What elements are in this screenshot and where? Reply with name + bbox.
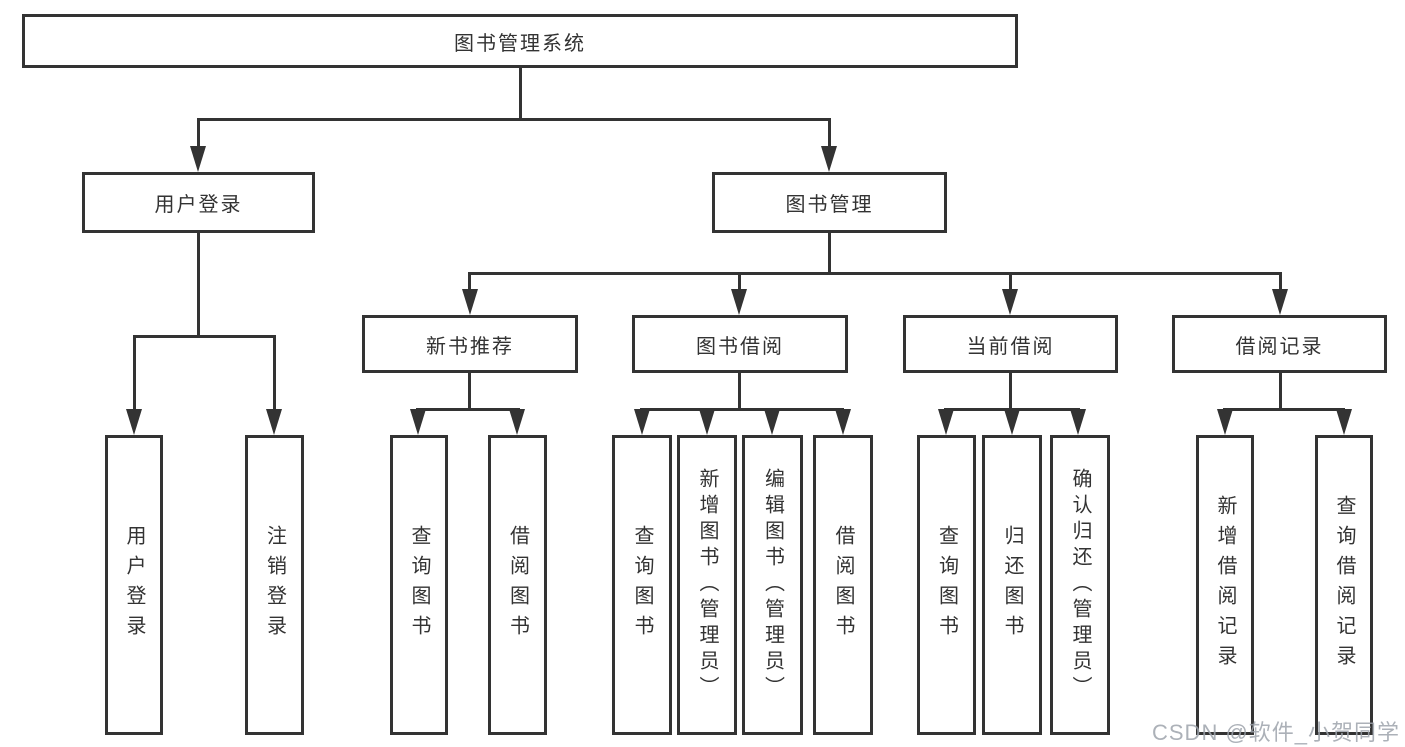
connector-segment xyxy=(828,118,831,152)
connector-segment xyxy=(828,233,831,272)
leaf-confirm-return-admin-label: 确认归还（管理员） xyxy=(1069,468,1091,702)
arrowhead-down xyxy=(1004,409,1020,435)
node-book-management: 图书管理 xyxy=(712,172,947,233)
leaf-query-books-current-label: 查询图书 xyxy=(935,525,958,645)
arrowhead-down xyxy=(731,289,747,315)
arrowhead-down xyxy=(764,409,780,435)
arrowhead-down xyxy=(1272,289,1288,315)
connector-segment xyxy=(133,335,136,415)
connector-segment xyxy=(416,408,520,411)
arrowhead-down xyxy=(1336,409,1352,435)
arrowhead-down xyxy=(835,409,851,435)
node-new-book-recommend-label: 新书推荐 xyxy=(426,335,514,358)
connector-segment xyxy=(640,408,844,411)
node-root-label: 图书管理系统 xyxy=(454,32,586,55)
connector-segment xyxy=(197,118,831,121)
arrowhead-down xyxy=(699,409,715,435)
arrowhead-down xyxy=(410,409,426,435)
connector-segment xyxy=(1009,373,1012,408)
arrowhead-down xyxy=(938,409,954,435)
node-book-borrow-label: 图书借阅 xyxy=(696,335,784,358)
leaf-user-login: 用户登录 xyxy=(105,435,163,735)
leaf-query-borrow-record: 查询借阅记录 xyxy=(1315,435,1373,735)
leaf-add-borrow-record: 新增借阅记录 xyxy=(1196,435,1254,735)
leaf-borrow-books-borrow: 借阅图书 xyxy=(813,435,873,735)
node-root: 图书管理系统 xyxy=(22,14,1018,68)
leaf-confirm-return-admin: 确认归还（管理员） xyxy=(1050,435,1110,735)
csdn-watermark: CSDN @软件_小贺同学 xyxy=(1152,720,1401,745)
connector-segment xyxy=(1279,373,1282,408)
connector-segment xyxy=(519,68,522,120)
arrowhead-down xyxy=(1070,409,1086,435)
node-current-borrow: 当前借阅 xyxy=(903,315,1118,373)
leaf-query-books-current: 查询图书 xyxy=(917,435,976,735)
node-borrow-records: 借阅记录 xyxy=(1172,315,1387,373)
leaf-edit-books-admin: 编辑图书（管理员） xyxy=(742,435,803,735)
leaf-logout: 注销登录 xyxy=(245,435,304,735)
leaf-borrow-books-recommend: 借阅图书 xyxy=(488,435,547,735)
leaf-return-books-label: 归还图书 xyxy=(1001,525,1023,645)
node-user-login: 用户登录 xyxy=(82,172,315,233)
node-borrow-records-label: 借阅记录 xyxy=(1235,335,1324,358)
leaf-add-books-admin: 新增图书（管理员） xyxy=(677,435,737,735)
connector-segment xyxy=(468,272,471,292)
arrowhead-down xyxy=(266,409,282,435)
leaf-query-borrow-record-label: 查询借阅记录 xyxy=(1333,495,1355,675)
connector-segment xyxy=(1223,408,1345,411)
connector-segment xyxy=(197,118,200,152)
arrowhead-down xyxy=(509,409,525,435)
leaf-borrow-books-recommend-label: 借阅图书 xyxy=(506,525,529,645)
connector-segment xyxy=(468,373,471,408)
leaf-return-books: 归还图书 xyxy=(982,435,1042,735)
node-book-borrow: 图书借阅 xyxy=(632,315,848,373)
leaf-query-books-recommend-label: 查询图书 xyxy=(408,525,430,645)
node-user-login-label: 用户登录 xyxy=(154,194,243,216)
arrowhead-down xyxy=(190,146,206,172)
arrowhead-down xyxy=(1217,409,1233,435)
leaf-logout-label: 注销登录 xyxy=(263,525,286,645)
connector-segment xyxy=(738,272,741,292)
connector-segment xyxy=(273,335,276,415)
arrowhead-down xyxy=(126,409,142,435)
connector-segment xyxy=(133,335,276,338)
leaf-query-books-borrow-label: 查询图书 xyxy=(631,525,653,645)
connector-segment xyxy=(1009,272,1012,292)
node-current-borrow-label: 当前借阅 xyxy=(966,335,1055,358)
leaf-user-login-label: 用户登录 xyxy=(123,525,145,645)
connector-segment xyxy=(1279,272,1282,292)
node-book-management-label: 图书管理 xyxy=(785,194,874,216)
leaf-edit-books-admin-label: 编辑图书（管理员） xyxy=(761,468,784,702)
connector-segment xyxy=(197,233,200,335)
leaf-query-books-recommend: 查询图书 xyxy=(390,435,448,735)
leaf-borrow-books-borrow-label: 借阅图书 xyxy=(832,525,854,645)
node-new-book-recommend: 新书推荐 xyxy=(362,315,578,373)
connector-segment xyxy=(738,373,741,408)
connector-segment xyxy=(468,272,1282,275)
arrowhead-down xyxy=(1002,289,1018,315)
leaf-add-borrow-record-label: 新增借阅记录 xyxy=(1214,495,1236,675)
arrowhead-down xyxy=(462,289,478,315)
leaf-query-books-borrow: 查询图书 xyxy=(612,435,672,735)
arrowhead-down xyxy=(634,409,650,435)
leaf-add-books-admin-label: 新增图书（管理员） xyxy=(696,468,718,702)
arrowhead-down xyxy=(821,146,837,172)
